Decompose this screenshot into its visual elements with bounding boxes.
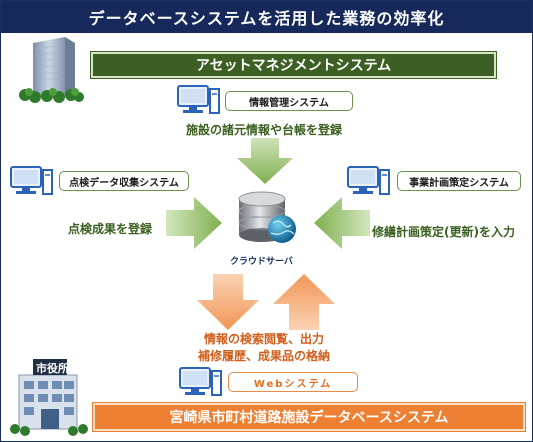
inspection-action-label: 点検成果を登録 bbox=[68, 222, 153, 236]
info-management-system-box: 情報管理システム bbox=[225, 91, 353, 111]
right-arrow-icon bbox=[166, 197, 222, 249]
db-action-line2: 補修履歴、成果品の格納 bbox=[198, 349, 331, 363]
pc-icon bbox=[10, 166, 53, 195]
database-system-banner: 宮崎県市町村道路施設データベースシステム bbox=[92, 402, 526, 432]
info-action-label: 施設の諸元情報や台帳を登録 bbox=[186, 123, 343, 137]
left-arrow-icon bbox=[314, 197, 370, 249]
inspection-system-box: 点検データ収集システム bbox=[59, 171, 189, 191]
city-hall-sign: 市役所 bbox=[36, 362, 69, 375]
cloud-server-label: クラウドサーバ bbox=[230, 257, 293, 267]
planning-action-label: 修繕計画策定(更新)を入力 bbox=[372, 225, 515, 239]
database-server-icon bbox=[238, 191, 296, 243]
office-building-icon bbox=[19, 37, 84, 103]
db-action-line1: 情報の検索閲覧、出力 bbox=[204, 332, 325, 346]
city-hall-icon bbox=[10, 359, 88, 436]
down-arrow-icon bbox=[197, 274, 259, 330]
planning-system-box: 事業計画策定システム bbox=[397, 171, 521, 191]
web-system-box: Webシステム bbox=[228, 372, 358, 392]
down-arrow-icon bbox=[237, 138, 293, 184]
pc-icon bbox=[179, 367, 222, 396]
up-arrow-icon bbox=[273, 274, 335, 330]
pc-icon bbox=[347, 166, 390, 195]
pc-icon bbox=[177, 85, 220, 114]
diagram-title: データベースシステムを活用した業務の効率化 bbox=[1, 1, 532, 33]
asset-management-banner: アセットマネジメントシステム bbox=[90, 51, 497, 79]
